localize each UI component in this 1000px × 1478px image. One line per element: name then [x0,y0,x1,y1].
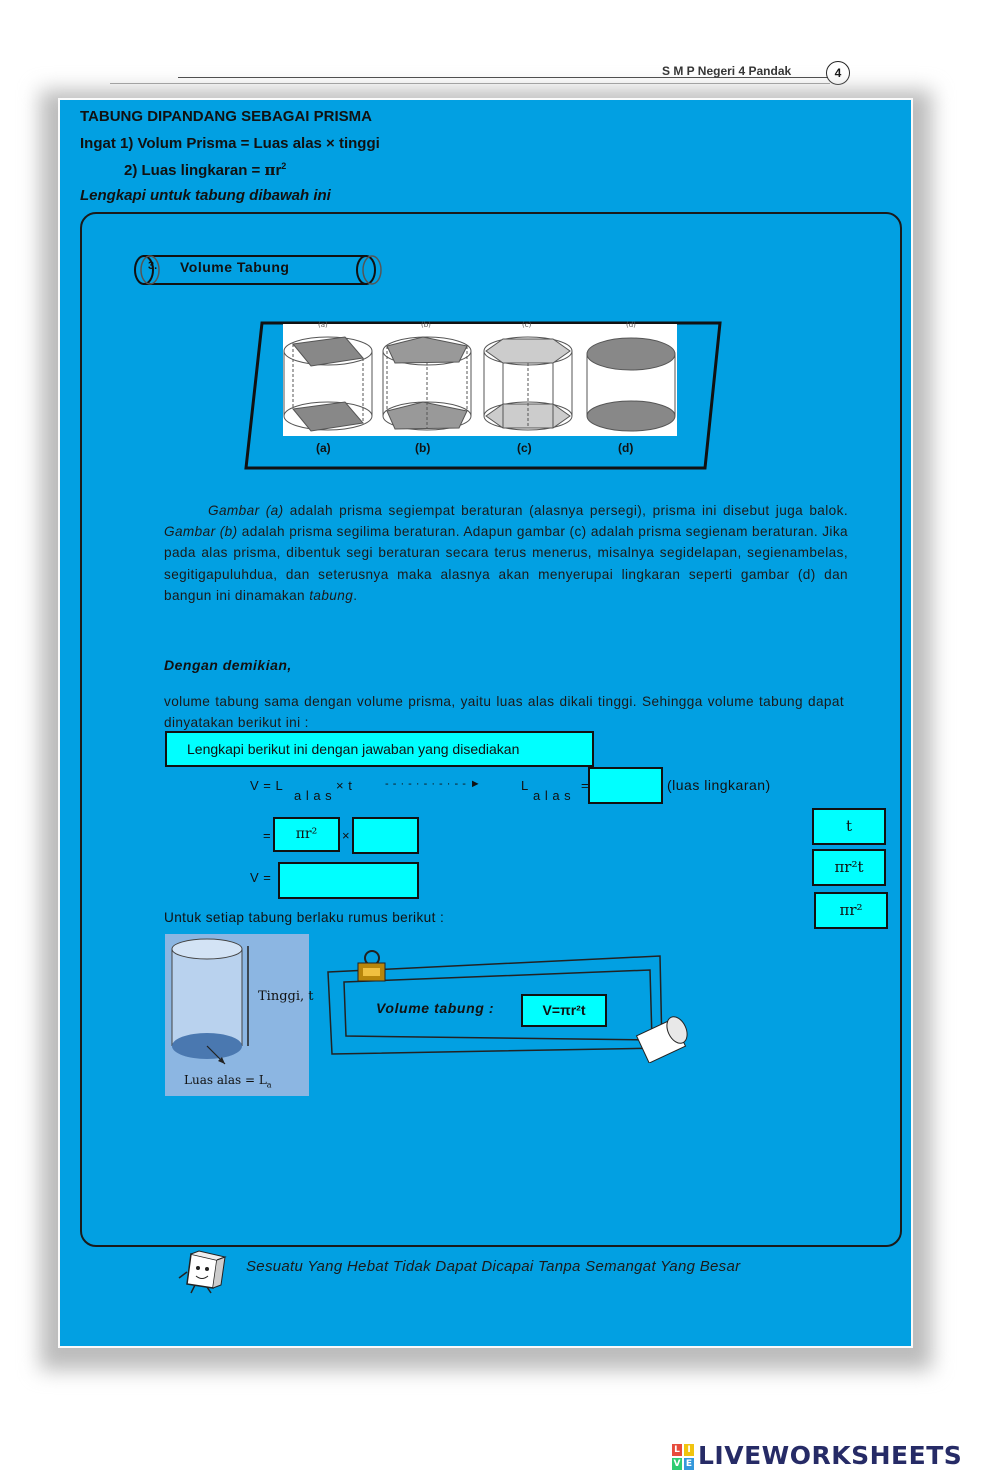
heading-title: TABUNG DIPANDANG SEBAGAI PRISMA [80,108,372,125]
conclusion-heading: Dengan demikian, [164,657,292,673]
eraser-icon [635,1016,688,1063]
fig-top-label-c: (c) [522,321,532,329]
content-frame [80,212,902,1247]
formula-sub-alas-2: a l a s [533,788,572,803]
reminder-volume: Ingat 1) Volum Prisma = Luas alas × ting… [80,135,380,152]
cylinder-luas-alas-label: Luas alas = La [184,1073,272,1090]
answer-choice-t[interactable]: t [812,808,886,845]
fig-top-label-a: (a) [318,321,328,329]
caption-b: (b) [415,441,431,455]
prism-pentagon-icon [382,336,472,431]
prism-hexagon-icon [483,336,573,431]
cylinder-tinggi-label: Tinggi, t [258,989,314,1004]
header-rule-thin [110,83,830,84]
school-name: S M P Negeri 4 Pandak [662,64,792,78]
explanation-paragraph: Gambar (a) adalah prisma segiempat berat… [164,503,848,603]
worksheet-panel [58,98,913,1348]
binder-clip-icon [357,950,386,982]
prism-figure-frame [244,321,722,470]
prism-drawings [283,336,676,432]
formula-eq-2: = [263,828,272,843]
given-pi-r2: πr² [273,817,340,852]
answer-choice-pi-r2[interactable]: πr² [814,892,888,929]
volume-tabung-formula: V=πr²t [521,994,607,1027]
drop-target-luas-alas[interactable] [588,767,663,804]
volume-card-frame [327,950,688,1063]
cylinder-drawing [171,938,249,1065]
rule-intro: Untuk setiap tabung berlaku rumus beriku… [164,910,445,925]
dashed-arrow-icon: - - · - · - · - · - - ► [385,778,482,790]
cylinder-solid-icon [586,337,676,432]
instruction-box: Lengkapi berikut ini dengan jawaban yang… [165,731,594,767]
fig-top-label-d: (d) [626,321,636,329]
mascot-icon [178,1250,227,1294]
formula-l: L [521,778,529,793]
reminder-circle-area: 2) Luas lingkaran = πr2 [124,161,287,179]
formula-times: × [342,828,351,843]
section-banner [134,255,382,285]
liveworksheets-brand: LIVEWORKSHEETS [698,1441,963,1470]
section-number: 3. [148,260,158,272]
formula-v: V = L [250,778,284,793]
liveworksheets-logo-icon: L I V E [672,1444,694,1470]
formula-luas-lingkaran: (luas lingkaran) [667,777,771,793]
formula-eq: = [581,778,590,793]
caption-d: (d) [618,441,634,455]
instruction-heading: Lengkapi untuk tabung dibawah ini [80,187,331,204]
motivational-footer: Sesuatu Yang Hebat Tidak Dapat Dicapai T… [246,1258,741,1275]
caption-a: (a) [316,441,331,455]
answer-choice-pi-r2-t[interactable]: πr²t [812,849,886,886]
caption-c: (c) [517,441,532,455]
drop-target-tinggi[interactable] [352,817,419,854]
page-number: 4 [826,61,850,85]
volume-tabung-label: Volume tabung : [376,1000,495,1016]
section-title: Volume Tabung [180,259,290,275]
formula-times-t: × t [336,778,353,793]
conclusion-paragraph: volume tabung sama dengan volume prisma,… [164,694,844,730]
formula-sub-alas: a l a s [294,788,333,803]
prism-square-icon [283,336,373,432]
fig-top-label-b: (b) [421,321,431,329]
drop-target-volume[interactable] [278,862,419,899]
formula-v-2: V = [250,870,272,885]
header-rule [178,77,828,78]
